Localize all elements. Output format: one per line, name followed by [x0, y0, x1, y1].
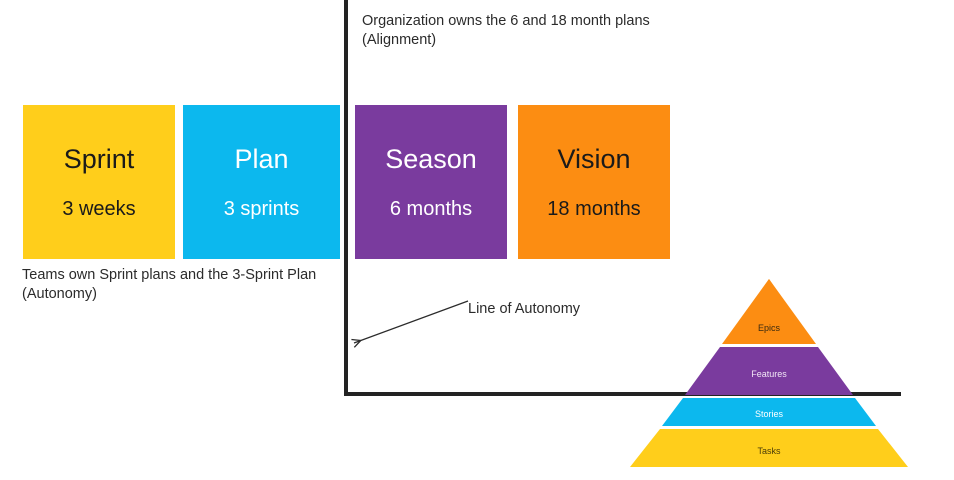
tile-plan[interactable]: Plan 3 sprints: [183, 105, 340, 259]
pyramid-layer-stories[interactable]: [662, 398, 876, 426]
caption-alignment: Organization owns the 6 and 18 month pla…: [362, 13, 650, 48]
tile-vision-subtitle: 18 months: [547, 198, 641, 220]
pyramid-layer-epics-body[interactable]: [722, 279, 816, 344]
tile-season-subtitle: 6 months: [389, 198, 473, 220]
pyramid-label-epics: Epics: [758, 323, 781, 333]
caption-autonomy: Teams own Sprint plans and the 3-Sprint …: [22, 267, 317, 302]
tile-vision[interactable]: Vision 18 months: [518, 105, 670, 259]
tile-vision-title: Vision: [557, 144, 631, 174]
pyramid-chart: Epics Features Stories Tasks: [630, 279, 908, 467]
tile-sprint-title: Sprint: [63, 144, 135, 174]
line-of-autonomy-label: Line of Autonomy: [468, 301, 581, 317]
pyramid-label-tasks: Tasks: [757, 446, 781, 456]
tile-plan-title: Plan: [234, 144, 289, 174]
tile-season-title: Season: [385, 144, 477, 174]
line-of-autonomy-arrow: [344, 300, 469, 352]
pyramid-layer-features[interactable]: [685, 347, 853, 395]
tile-sprint-subtitle: 3 weeks: [62, 198, 136, 220]
tile-season[interactable]: Season 6 months: [355, 105, 507, 259]
pyramid-layer-tasks[interactable]: [630, 429, 908, 467]
pyramid-label-features: Features: [751, 369, 787, 379]
tile-plan-subtitle: 3 sprints: [223, 198, 300, 220]
axis-vertical-line: [344, 0, 348, 396]
pyramid-label-stories: Stories: [755, 409, 784, 419]
axis-horizontal-line: [344, 392, 901, 396]
tile-sprint[interactable]: Sprint 3 weeks: [23, 105, 175, 259]
